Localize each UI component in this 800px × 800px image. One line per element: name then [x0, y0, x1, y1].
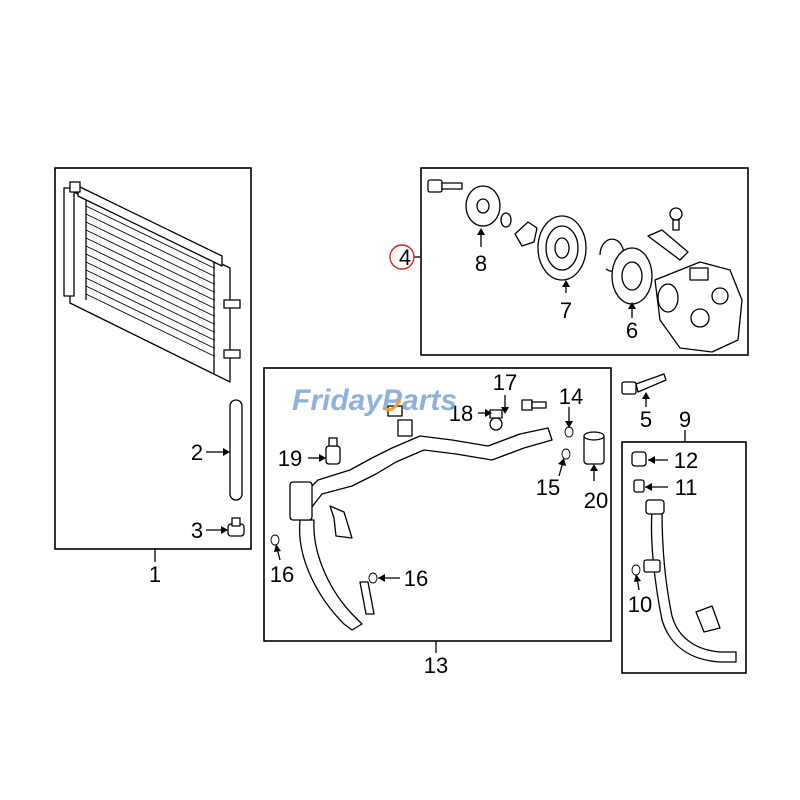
receiver-drier-illustration — [229, 399, 243, 501]
bolt-5-illustration — [621, 373, 667, 395]
pressure-switch-19-illustration — [325, 437, 341, 465]
o-ring-16b-illustration — [368, 572, 378, 584]
callout-4: 4 — [399, 245, 411, 270]
leader-lines — [154, 228, 686, 653]
callout-8: 8 — [475, 251, 487, 276]
hose-fitting-18-illustration — [397, 419, 413, 437]
bolt-illustration — [427, 179, 463, 193]
callout-18: 18 — [449, 401, 473, 426]
callout-2: 2 — [191, 440, 203, 465]
condenser-group-box — [54, 167, 252, 550]
watermark-logo: FridayParts — [292, 384, 457, 417]
highlight-circle — [389, 244, 415, 270]
valve-core-11-illustration — [633, 479, 645, 493]
callout-11: 11 — [675, 475, 698, 500]
suction-hose-illustration — [643, 499, 737, 663]
pulley-illustration — [537, 215, 587, 281]
callout-6: 6 — [626, 318, 638, 343]
o-ring-14-illustration — [564, 426, 574, 438]
callout-19: 19 — [278, 446, 302, 471]
compressor-group-box — [420, 167, 749, 356]
callout-20: 20 — [584, 488, 608, 513]
callout-17: 17 — [493, 370, 517, 395]
callout-5: 5 — [640, 407, 652, 432]
drier-cap-illustration — [227, 517, 245, 537]
condenser-illustration — [63, 181, 241, 383]
bracket-illustration — [647, 229, 689, 261]
bolt-hose-illustration — [521, 399, 547, 411]
o-ring-15-illustration — [561, 448, 571, 460]
callout-3: 3 — [191, 518, 203, 543]
callout-16b: 16 — [404, 566, 428, 591]
screw-illustration — [669, 207, 683, 231]
suction-hose-group-box — [621, 441, 747, 674]
callout-numbers: 1 2 3 4 5 6 7 8 9 10 11 12 13 14 15 16 1… — [149, 245, 698, 678]
watermark-accent-swoosh — [383, 399, 402, 412]
cap-12-illustration — [631, 451, 647, 467]
snap-ring-small-illustration — [514, 221, 538, 247]
field-coil-illustration — [611, 247, 653, 305]
compressor-body-illustration — [654, 261, 743, 353]
clutch-hub-plate-illustration — [465, 185, 501, 227]
callout-1: 1 — [149, 562, 161, 587]
hose-bracket-illustration — [329, 505, 353, 539]
hose-group-box — [263, 367, 612, 642]
callout-16a: 16 — [270, 562, 294, 587]
discharge-hose-illustration — [289, 427, 553, 631]
shim-illustration — [500, 212, 512, 228]
callout-12: 12 — [674, 448, 698, 473]
callout-14: 14 — [559, 384, 583, 409]
o-ring-10-illustration — [631, 564, 641, 576]
o-ring-16a-illustration — [270, 534, 280, 546]
callout-15: 15 — [536, 475, 560, 500]
service-valve-17-illustration — [489, 409, 503, 431]
expansion-valve-20-illustration — [583, 431, 605, 465]
callout-9: 9 — [679, 407, 691, 432]
callout-10: 10 — [628, 592, 652, 617]
callout-7: 7 — [560, 298, 572, 323]
callout-13: 13 — [424, 653, 448, 678]
